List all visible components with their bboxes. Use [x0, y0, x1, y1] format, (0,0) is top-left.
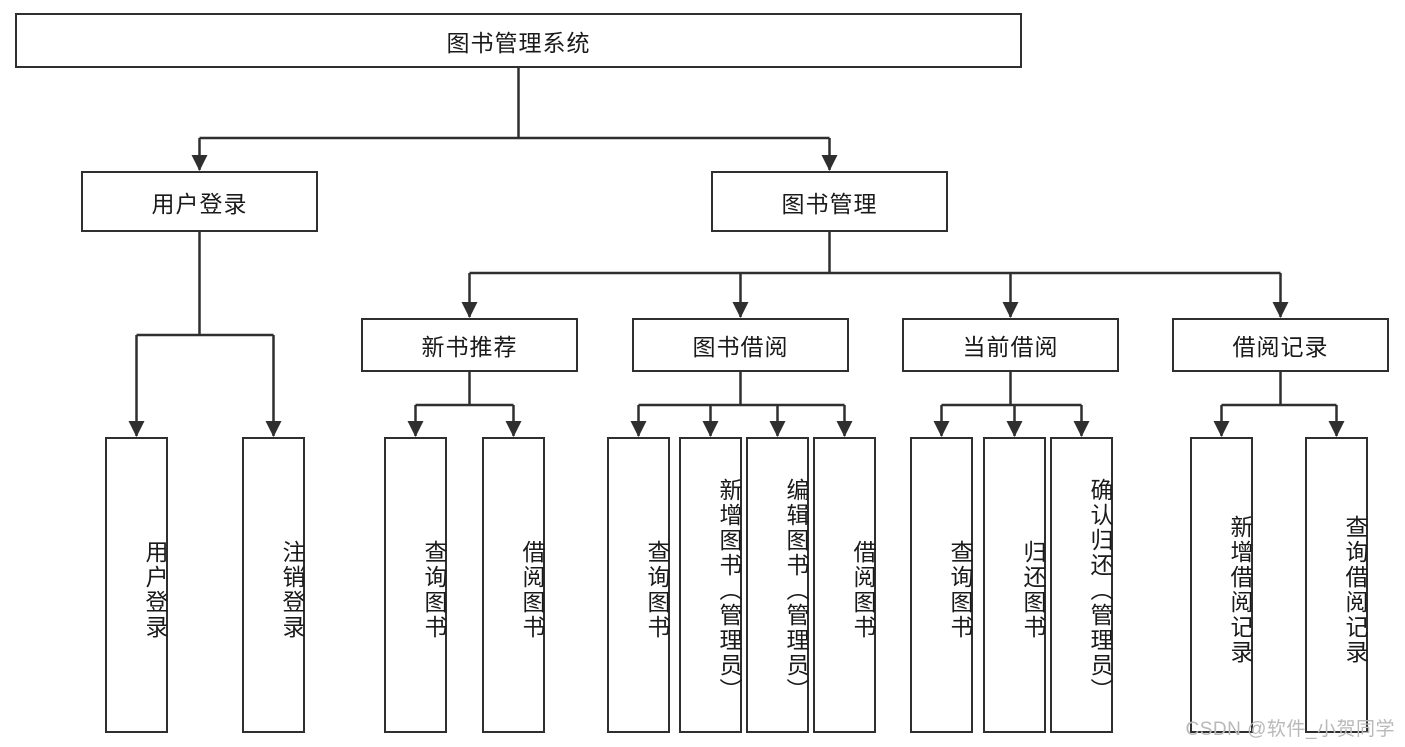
arrow-head-icon — [836, 421, 853, 437]
arrow-head-icon — [191, 155, 208, 171]
node-label: 确认归还（管理员） — [1087, 477, 1113, 703]
node-label: 归还图书 — [1020, 540, 1046, 640]
arrow-head-icon — [1073, 421, 1090, 437]
arrow-head-icon — [732, 302, 749, 318]
node-l2[interactable]: 注销登录 — [242, 437, 305, 733]
arrow-head-icon — [1002, 302, 1019, 318]
node-login[interactable]: 用户登录 — [81, 171, 318, 232]
node-label: 用户登录 — [151, 190, 248, 217]
node-l10[interactable]: 归还图书 — [983, 437, 1046, 733]
node-label: 新书推荐 — [421, 334, 518, 360]
node-l11[interactable]: 确认归还（管理员） — [1050, 437, 1113, 733]
node-label: 图书管理系统 — [446, 29, 591, 56]
arrow-head-icon — [702, 421, 719, 437]
node-label: 查询借阅记录 — [1342, 515, 1368, 665]
node-l6[interactable]: 新增图书（管理员） — [679, 437, 742, 733]
arrow-head-icon — [128, 421, 145, 437]
arrow-head-icon — [265, 421, 282, 437]
node-label: 借阅图书 — [519, 540, 545, 640]
arrow-head-icon — [821, 155, 838, 171]
node-l13[interactable]: 查询借阅记录 — [1305, 437, 1368, 733]
node-label: 查询图书 — [421, 540, 447, 640]
arrow-head-icon — [505, 421, 522, 437]
node-records[interactable]: 借阅记录 — [1172, 318, 1389, 372]
node-l8[interactable]: 借阅图书 — [813, 437, 876, 733]
node-label: 注销登录 — [279, 540, 305, 640]
node-bookmgmt[interactable]: 图书管理 — [711, 171, 948, 232]
node-label: 新增借阅记录 — [1227, 515, 1253, 665]
node-label: 编辑图书（管理员） — [783, 477, 809, 703]
node-root[interactable]: 图书管理系统 — [15, 13, 1022, 68]
arrow-head-icon — [461, 302, 478, 318]
node-label: 图书借阅 — [692, 334, 789, 360]
node-l3[interactable]: 查询图书 — [384, 437, 447, 733]
node-l1[interactable]: 用户登录 — [105, 437, 168, 733]
node-label: 借阅图书 — [850, 540, 876, 640]
watermark: CSDN @软件_小贺同学 — [1185, 719, 1395, 740]
node-l4[interactable]: 借阅图书 — [482, 437, 545, 733]
arrow-head-icon — [1213, 421, 1230, 437]
node-label: 当前借阅 — [962, 334, 1059, 360]
node-label: 用户登录 — [142, 540, 168, 640]
node-label: 查询图书 — [947, 540, 973, 640]
arrow-head-icon — [933, 421, 950, 437]
node-newrec[interactable]: 新书推荐 — [361, 318, 578, 372]
arrow-head-icon — [1272, 302, 1289, 318]
node-label: 查询图书 — [644, 540, 670, 640]
arrow-head-icon — [407, 421, 424, 437]
arrow-head-icon — [1006, 421, 1023, 437]
node-label: 新增图书（管理员） — [716, 477, 742, 703]
arrow-head-icon — [769, 421, 786, 437]
arrow-head-icon — [630, 421, 647, 437]
node-l7[interactable]: 编辑图书（管理员） — [746, 437, 809, 733]
node-borrow[interactable]: 图书借阅 — [632, 318, 849, 372]
node-l12[interactable]: 新增借阅记录 — [1190, 437, 1253, 733]
node-current[interactable]: 当前借阅 — [902, 318, 1119, 372]
node-l9[interactable]: 查询图书 — [910, 437, 973, 733]
node-label: 借阅记录 — [1232, 334, 1329, 360]
arrow-head-icon — [1328, 421, 1345, 437]
node-label: 图书管理 — [781, 190, 878, 217]
node-l5[interactable]: 查询图书 — [607, 437, 670, 733]
